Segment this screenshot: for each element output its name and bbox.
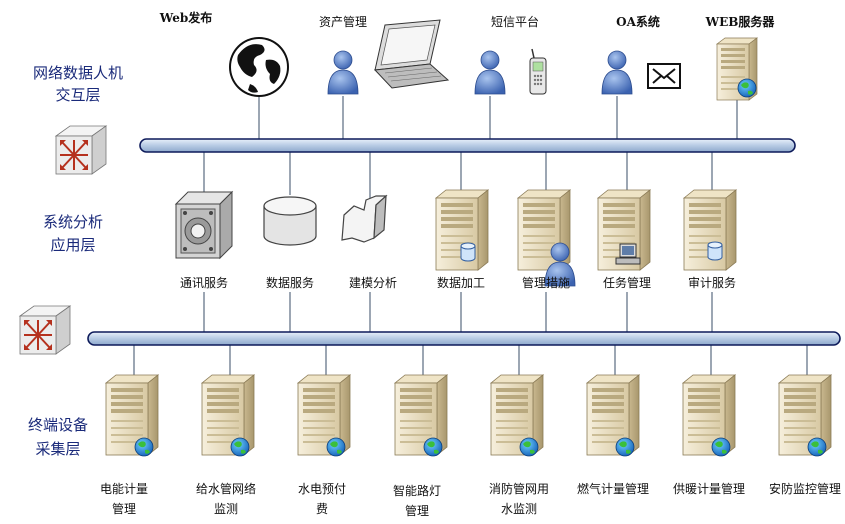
- layer-label-interaction: 网络数据人机 交互层: [33, 64, 123, 104]
- database-icon: [263, 196, 317, 246]
- user-icon-asset: [327, 50, 359, 95]
- label-management-measures: 管理措施: [522, 275, 570, 290]
- label-gas-metering: 燃气计量管理: [577, 481, 649, 496]
- label-oa-system: OA系统: [616, 14, 660, 29]
- server-icon-5: [490, 374, 544, 457]
- label-modeling-analysis: 建模分析: [349, 276, 397, 290]
- svg-text:管理: 管理: [405, 503, 429, 518]
- label-water-network: 给水管网络 监测: [196, 481, 256, 516]
- label-communication-service: 通讯服务: [180, 275, 228, 290]
- svg-text:费: 费: [316, 502, 328, 516]
- router-hub-icon-top: [55, 125, 107, 175]
- svg-text:水监测: 水监测: [501, 502, 537, 516]
- svg-text:交互层: 交互层: [55, 86, 100, 104]
- svg-text:智能路灯: 智能路灯: [393, 483, 441, 498]
- management-measure-server-icon: [517, 189, 576, 287]
- connector-lines: [133, 92, 808, 378]
- label-fire-water-monitoring: 消防管网用 水监测: [489, 481, 549, 516]
- bottom-servers: [105, 374, 832, 457]
- layer-label-analysis: 系统分析 应用层: [43, 213, 103, 254]
- label-data-service: 数据服务: [266, 275, 314, 290]
- server-icon-8: [778, 374, 832, 457]
- globe-icon: [229, 37, 289, 97]
- router-hub-icon-bottom: [19, 305, 71, 355]
- label-smart-streetlight: 智能路灯 管理: [393, 483, 441, 518]
- label-prepaid-utilities: 水电预付 费: [298, 482, 346, 516]
- label-energy-metering: 电能计量 管理: [100, 482, 148, 516]
- modeling-analysis-icon: [341, 194, 388, 243]
- server-icon-1: [105, 374, 159, 457]
- svg-text:网络数据人机: 网络数据人机: [33, 64, 123, 82]
- mail-icon: [647, 63, 681, 89]
- label-asset-management: 资产管理: [319, 14, 367, 29]
- svg-text:系统分析: 系统分析: [43, 213, 103, 231]
- svg-text:消防管网用: 消防管网用: [489, 481, 549, 496]
- svg-text:监测: 监测: [214, 502, 238, 516]
- label-web-publish: Web发布: [159, 10, 213, 25]
- svg-text:燃气计量管理: 燃气计量管理: [577, 481, 649, 496]
- label-heating-metering: 供暖计量管理: [673, 481, 745, 496]
- svg-text:终端设备: 终端设备: [28, 416, 88, 434]
- label-security-monitoring: 安防监控管理: [769, 481, 841, 496]
- server-icon-4: [394, 374, 448, 457]
- svg-text:采集层: 采集层: [35, 440, 80, 458]
- laptop-icon: [373, 19, 450, 89]
- svg-text:给水管网络: 给水管网络: [196, 481, 256, 496]
- svg-text:供暖计量管理: 供暖计量管理: [673, 481, 745, 496]
- server-icon-3: [297, 374, 351, 457]
- label-web-server: WEB服务器: [705, 14, 776, 29]
- user-icon-oa: [601, 50, 633, 95]
- network-bus-bottom: [87, 331, 841, 346]
- label-data-processing: 数据加工: [437, 275, 485, 290]
- audit-service-server-icon: [683, 189, 737, 271]
- svg-text:管理: 管理: [112, 501, 136, 516]
- label-audit-service: 审计服务: [688, 275, 736, 290]
- svg-text:电能计量: 电能计量: [100, 482, 148, 496]
- svg-text:安防监控管理: 安防监控管理: [769, 481, 841, 496]
- server-icon-2: [201, 374, 255, 457]
- web-server-icon: [716, 37, 758, 101]
- task-management-server-icon: [597, 189, 651, 271]
- svg-text:应用层: 应用层: [50, 236, 95, 254]
- mobile-phone-icon: [529, 48, 547, 95]
- label-sms-platform: 短信平台: [491, 14, 539, 29]
- svg-text:水电预付: 水电预付: [298, 482, 346, 496]
- layer-label-collection: 终端设备 采集层: [28, 416, 88, 458]
- server-icon-7: [682, 374, 736, 457]
- user-icon-sms: [474, 50, 506, 95]
- label-task-management: 任务管理: [603, 275, 651, 290]
- network-bus-top: [139, 138, 796, 153]
- communication-service-icon: [174, 190, 234, 260]
- data-processing-server-icon: [435, 189, 489, 271]
- server-icon-6: [586, 374, 640, 457]
